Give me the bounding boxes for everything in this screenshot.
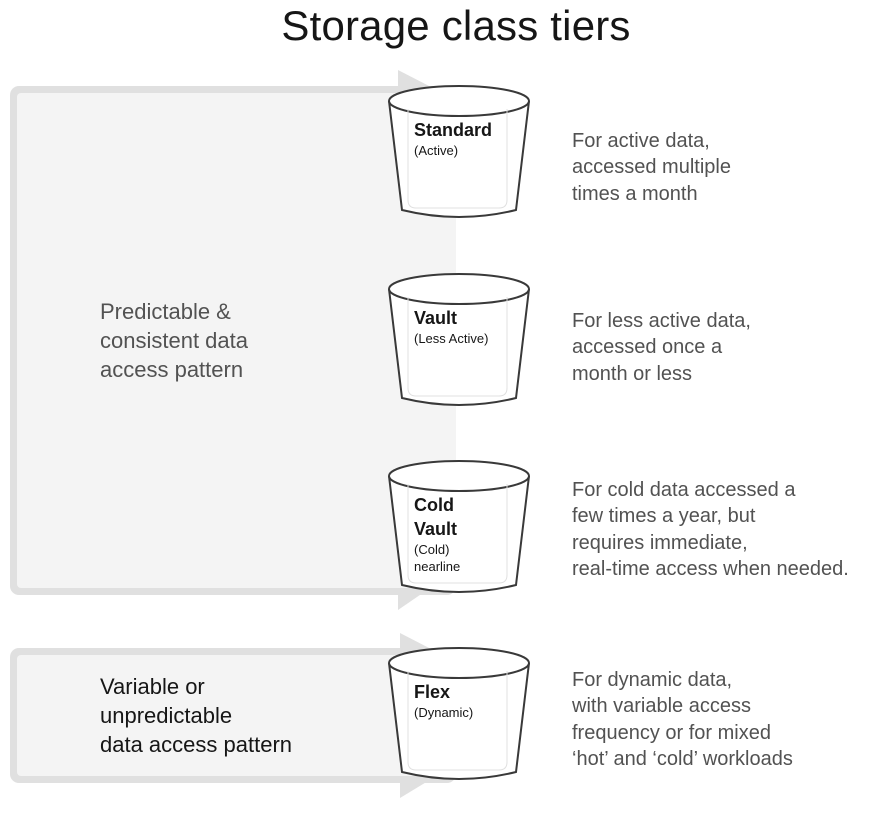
tier-subtitle: (Cold) nearline	[414, 542, 461, 574]
tier-name: Standard	[414, 120, 493, 140]
bucket-standard: Standard (Active)	[386, 82, 532, 232]
tier-subtitle: (Dynamic)	[414, 705, 474, 720]
tier-name: Flex	[414, 682, 451, 702]
bucket-icon	[388, 460, 530, 593]
variable-arrow	[10, 633, 456, 798]
bucket-icon	[388, 273, 530, 406]
tier-description-vault: For less active data, accessed once a mo…	[572, 310, 751, 385]
tier-description-standard: For active data, accessed multiple times…	[572, 130, 731, 205]
variable-arrow-body	[17, 655, 456, 776]
tier-subtitle: (Less Active)	[414, 331, 489, 346]
bucket-icon	[388, 647, 530, 780]
tier-name: Cold Vault	[414, 495, 458, 539]
bucket-vault: Vault (Less Active)	[386, 270, 532, 420]
bucket-flex: Flex (Dynamic)	[386, 644, 532, 794]
tier-name: Vault	[414, 308, 458, 328]
group-label-predictable: Predictable & consistent data access pat…	[100, 299, 248, 382]
tier-description-cold-vault: For cold data accessed a few times a yea…	[572, 479, 849, 580]
bucket-icon	[388, 85, 530, 218]
group-label-variable: Variable or unpredictable data access pa…	[100, 674, 293, 757]
page-title: Storage class tiers	[281, 2, 631, 49]
tier-subtitle: (Active)	[414, 143, 459, 158]
predictable-arrow-body	[17, 93, 456, 588]
bucket-cold-vault: Cold Vault (Cold) nearline	[386, 457, 532, 607]
tier-description-flex: For dynamic data, with variable access f…	[572, 669, 793, 770]
